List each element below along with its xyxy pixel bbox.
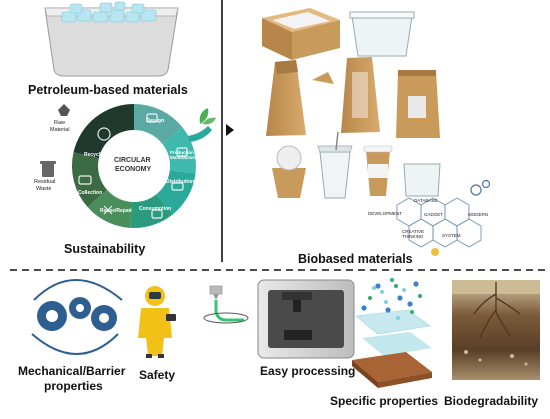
- particle-dot: [372, 286, 376, 290]
- particle-dot: [410, 310, 414, 314]
- design-icon: [146, 113, 158, 123]
- kraft-sandwich-wedge: [312, 72, 334, 84]
- segment-distribution: [156, 170, 196, 215]
- particle-dot: [361, 305, 367, 311]
- particle-dot: [407, 301, 413, 307]
- waste-bin-icon: [40, 161, 56, 177]
- gears-icon: [31, 279, 123, 355]
- hazmat-worker-icon: [138, 286, 176, 358]
- particle-dot: [385, 307, 391, 313]
- recycle-icon: [97, 127, 111, 141]
- processing-label: Easy processing: [260, 364, 356, 378]
- mindmap-system: SYSTEM: [442, 233, 461, 238]
- hand-plant-icon: [188, 108, 216, 142]
- circular-title-2: ECONOMY: [115, 166, 152, 173]
- kraft-pouch: [396, 70, 440, 138]
- tools-icon: [103, 205, 113, 215]
- raw-material-2: Material: [50, 127, 70, 133]
- kraft-bag-window: [341, 57, 380, 133]
- particle-dot: [380, 290, 384, 294]
- coffee-cup: [363, 145, 393, 196]
- segment-label-reuse: Reuse/Repair: [100, 208, 132, 214]
- biodegradability-label: Biodegradability: [444, 394, 539, 408]
- sustainability-label: Sustainability: [64, 242, 146, 256]
- mindmap-network: [396, 197, 482, 248]
- factory-icon: [176, 147, 188, 157]
- segment-label-recycling: Recycling: [84, 152, 108, 158]
- arrow-right-icon: [226, 124, 234, 136]
- truck-icon: [171, 182, 184, 191]
- segment-label-consumption: Consumption: [139, 206, 172, 212]
- mindmap-modern: MODERN: [468, 212, 488, 217]
- printer-nozzle-icon: [203, 285, 249, 324]
- particle-dot: [397, 295, 403, 301]
- raw-material-icon: [58, 104, 70, 116]
- 3d-printer-icon: [257, 279, 355, 359]
- segment-recycling: [73, 103, 134, 158]
- layered-material-icon: [352, 309, 432, 388]
- biobased-label: Biobased materials: [298, 252, 413, 266]
- safety-label: Safety: [139, 368, 176, 382]
- kraft-bag-tall: [266, 60, 306, 136]
- kraft-box: [262, 8, 340, 60]
- circular-economy-diagram: [71, 103, 196, 229]
- gears-small-icon: [470, 179, 491, 196]
- particle-dot: [402, 288, 406, 292]
- mindmap-creative: CREATIVE THINKING: [402, 229, 425, 239]
- particle-dot: [396, 316, 400, 320]
- segment-design: [134, 104, 183, 144]
- lightbulb-icon: [431, 248, 439, 256]
- mindmap-development: DEVELOPMENT: [368, 211, 403, 216]
- bins-icon: [78, 175, 92, 185]
- segment-consumption: [130, 194, 173, 229]
- petroleum-label: Petroleum-based materials: [28, 83, 188, 97]
- segment-label-production: Production Manufacturing: [170, 150, 201, 160]
- particle-dot: [394, 284, 398, 288]
- particle-dot: [413, 281, 419, 287]
- mindmap-gadget: GADGET: [424, 212, 444, 217]
- mechanical-label-2: properties: [44, 379, 103, 393]
- fries-holder: [272, 145, 306, 198]
- segment-label-design: Design: [146, 118, 165, 124]
- circular-title-1: CIRCULAR: [114, 157, 151, 164]
- plastic-tray-with-ice: [44, 1, 179, 77]
- particle-dot: [375, 283, 381, 289]
- raw-material-1: Raw: [54, 120, 66, 126]
- clear-cup: [317, 131, 353, 199]
- residual-waste-2: Waste: [36, 186, 52, 192]
- clear-box-small: [403, 163, 441, 197]
- soil-roots-icon: [452, 280, 540, 380]
- mindmap-database: DATABASE: [414, 198, 438, 203]
- particle-dot: [390, 278, 394, 282]
- segment-label-distribution: Distribution: [166, 179, 195, 185]
- mechanical-label-1: Mechanical/Barrier: [18, 364, 126, 378]
- segment-production: [162, 127, 196, 174]
- residual-waste-1: Residual: [34, 179, 56, 185]
- segment-label-collection: Collection: [78, 190, 103, 196]
- particle-dot: [384, 300, 388, 304]
- particle-dot: [368, 296, 372, 300]
- particle-dots: [361, 278, 422, 320]
- particle-dot: [418, 294, 422, 298]
- specific-label: Specific properties: [330, 394, 439, 408]
- segment-collection: [71, 152, 107, 207]
- clear-container: [349, 11, 415, 57]
- cart-icon: [151, 209, 163, 219]
